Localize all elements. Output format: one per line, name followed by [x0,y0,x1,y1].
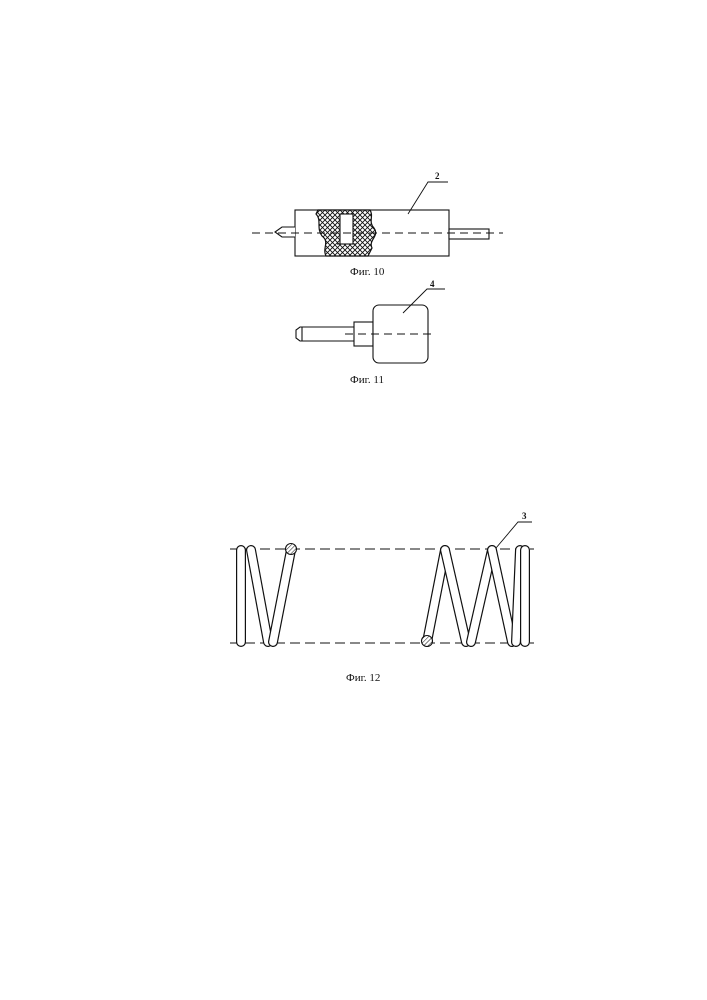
fig11-reference-label: 4 [430,279,435,289]
fig10-leader-line [408,182,448,214]
fig10-caption: Фиг. 10 [350,266,385,278]
fig12-left-coils [241,550,291,642]
fig12-caption: Фиг. 12 [346,672,380,684]
fig10-reference-label: 2 [435,171,440,181]
fig10-inner-slot [340,214,353,244]
fig12-wire-section-right [422,636,433,647]
fig11-caption: Фиг. 11 [350,374,384,386]
fig12-wire-section-left [286,544,297,555]
fig10-right-pin [449,229,489,239]
fig10-left-pin [275,227,295,237]
fig12-reference-label: 3 [522,511,527,521]
figure-12 [230,522,534,647]
figure-10 [252,182,503,256]
fig12-leader-line [496,522,532,548]
figure-11 [296,289,445,363]
fig12-right-coils [427,550,525,642]
